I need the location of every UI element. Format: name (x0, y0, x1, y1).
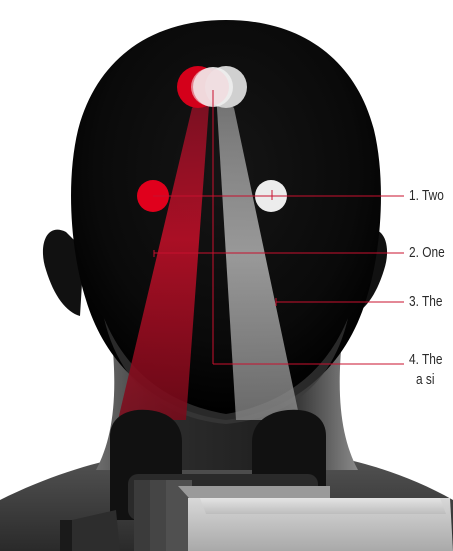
callout-4: 4. The (409, 350, 443, 370)
callout-3: 3. The (409, 292, 443, 312)
callout-1: 1. Two (409, 186, 444, 206)
callout-4-line-2: a si (416, 370, 435, 390)
callout-3-text: The (422, 294, 443, 310)
callout-1-number: 1. (409, 188, 419, 204)
callout-2-text: One (422, 245, 444, 261)
callout-1-text: Two (422, 188, 444, 204)
callout-2: 2. One (409, 243, 445, 263)
callout-4-text: The (422, 352, 443, 368)
callout-4-number: 4. (409, 352, 419, 368)
callout-3-number: 3. (409, 294, 419, 310)
callout-4-text-2: a si (416, 372, 435, 388)
callout-2-number: 2. (409, 245, 419, 261)
combined-source-tint (191, 68, 229, 106)
